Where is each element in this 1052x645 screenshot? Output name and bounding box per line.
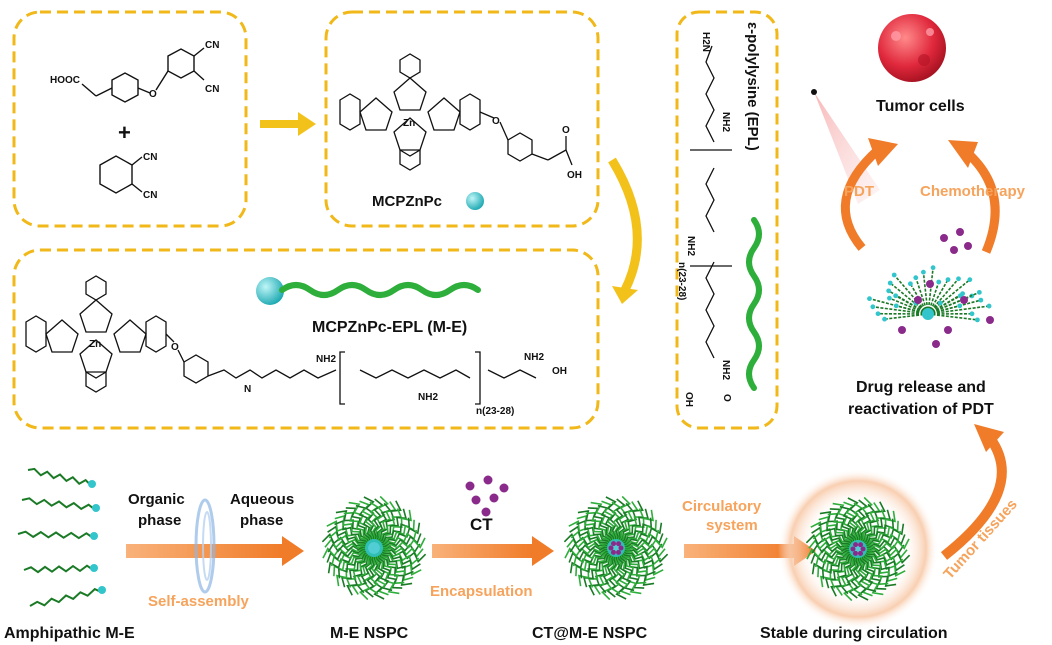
tumor-cell-icon (878, 14, 946, 82)
chemo-arrowhead (948, 140, 978, 168)
released-micelle-icon (867, 228, 994, 348)
tumor-tissue-arrowhead (974, 424, 1004, 452)
reactant1-cooh: HOOC (50, 75, 80, 86)
laser-beam (814, 92, 880, 204)
tumor-tissue-arrow (940, 435, 1007, 560)
epl-structure (690, 45, 732, 359)
conjugate-o: O (171, 342, 179, 353)
amphipathic-chains-icon (17, 467, 106, 607)
epl-chain-icon (746, 217, 762, 391)
synthesis-arrow (260, 112, 316, 136)
panel-reactants (12, 10, 248, 228)
reactant2-structure (99, 155, 143, 194)
process-arrow-2-body (432, 544, 532, 558)
reactant1-cn-a: CN (205, 40, 219, 51)
plus-sign: + (118, 120, 131, 145)
organic-phase-1: Organic (128, 491, 185, 508)
caption-nspc: M-E NSPC (330, 625, 409, 642)
release-label-1: Drug release and (856, 379, 986, 396)
process-arrow-1-head (282, 536, 304, 566)
ct-me-nspc-micelle-icon (563, 495, 669, 601)
conjugation-arrowhead (612, 286, 638, 304)
caption-amphipathic: Amphipathic M-E (4, 625, 135, 642)
conjugate-n-label: n(23-28) (476, 406, 514, 417)
tumor-tissues-label: Tumor tissues (940, 496, 1020, 583)
panel-conjugate (12, 248, 600, 430)
organic-phase-2: phase (138, 512, 181, 529)
ct-drug-icon (465, 475, 509, 517)
conjugate-label: MCPZnPc-EPL (M-E) (312, 319, 467, 336)
chemo-label: Chemotherapy (920, 183, 1026, 200)
reactant1-cn-b: CN (205, 84, 219, 95)
reactant1-o: O (149, 89, 157, 100)
self-assembly-label: Self-assembly (148, 593, 250, 610)
conjugate-nh2-2: NH2 (418, 392, 438, 403)
epl-h2n: H2N (700, 32, 711, 52)
encapsulation-label: Encapsulation (430, 583, 533, 600)
mcpznpc-zn: Zn (403, 118, 415, 129)
epl-oh: OH (683, 392, 694, 407)
phase-interface-icon (194, 498, 216, 594)
circulatory-label-2: system (706, 517, 758, 534)
chemo-arrow (961, 146, 1000, 254)
reactant2-cn-b: CN (143, 190, 157, 201)
epl-nh2-3: NH2 (720, 360, 731, 380)
conjugate-nh2-3: NH2 (524, 352, 544, 363)
panel-epl (675, 10, 779, 430)
mcpznpc-ball-icon (466, 192, 484, 210)
ct-label: CT (470, 515, 493, 534)
reactant1-structure (81, 47, 205, 103)
process-arrow-3-body (684, 544, 794, 558)
conjugate-structure (25, 275, 537, 405)
pdt-label: PDT (844, 183, 874, 200)
release-label-2: reactivation of PDT (848, 401, 994, 418)
aqueous-phase-1: Aqueous (230, 491, 294, 508)
pdt-arrow (840, 146, 882, 251)
circulatory-label-1: Circulatory (682, 498, 762, 515)
caption-ct-nspc: CT@M-E NSPC (532, 625, 648, 642)
epl-o: O (721, 394, 732, 402)
epl-nh2-1: NH2 (720, 112, 731, 132)
phase-interface-inner-icon (202, 511, 212, 581)
conjugate-nh-1: N (244, 384, 251, 395)
caption-stable: Stable during circulation (760, 625, 948, 642)
conjugate-oh: OH (552, 366, 567, 377)
reactant2-cn-a: CN (143, 152, 157, 163)
epl-title: ε-polylysine (EPL) (744, 22, 761, 151)
me-nspc-micelle-icon (321, 495, 427, 601)
laser-source-icon (811, 89, 817, 95)
panel-mcpznpc (324, 10, 600, 228)
tumor-label: Tumor cells (876, 98, 965, 115)
aqueous-phase-2: phase (240, 512, 283, 529)
mcpznpc-structure (339, 53, 573, 171)
conjugate-chain-icon (279, 282, 481, 298)
conjugation-arrow (608, 157, 642, 293)
conjugate-ball-icon (256, 277, 284, 305)
circulating-micelle-icon (805, 496, 911, 602)
pdt-arrowhead (868, 138, 898, 166)
mcpznpc-o-ether: O (492, 116, 500, 127)
conjugate-nh2-1: NH2 (316, 354, 336, 365)
mcpznpc-o-carbonyl: O (562, 125, 570, 136)
process-arrow-2-head (532, 536, 554, 566)
mcpznpc-oh: OH (567, 170, 582, 181)
conjugate-zn: Zn (89, 339, 101, 350)
epl-n-label: n(23-28) (676, 262, 687, 300)
mcpznpc-label: MCPZnPc (372, 193, 442, 210)
epl-nh2-2: NH2 (685, 236, 696, 256)
